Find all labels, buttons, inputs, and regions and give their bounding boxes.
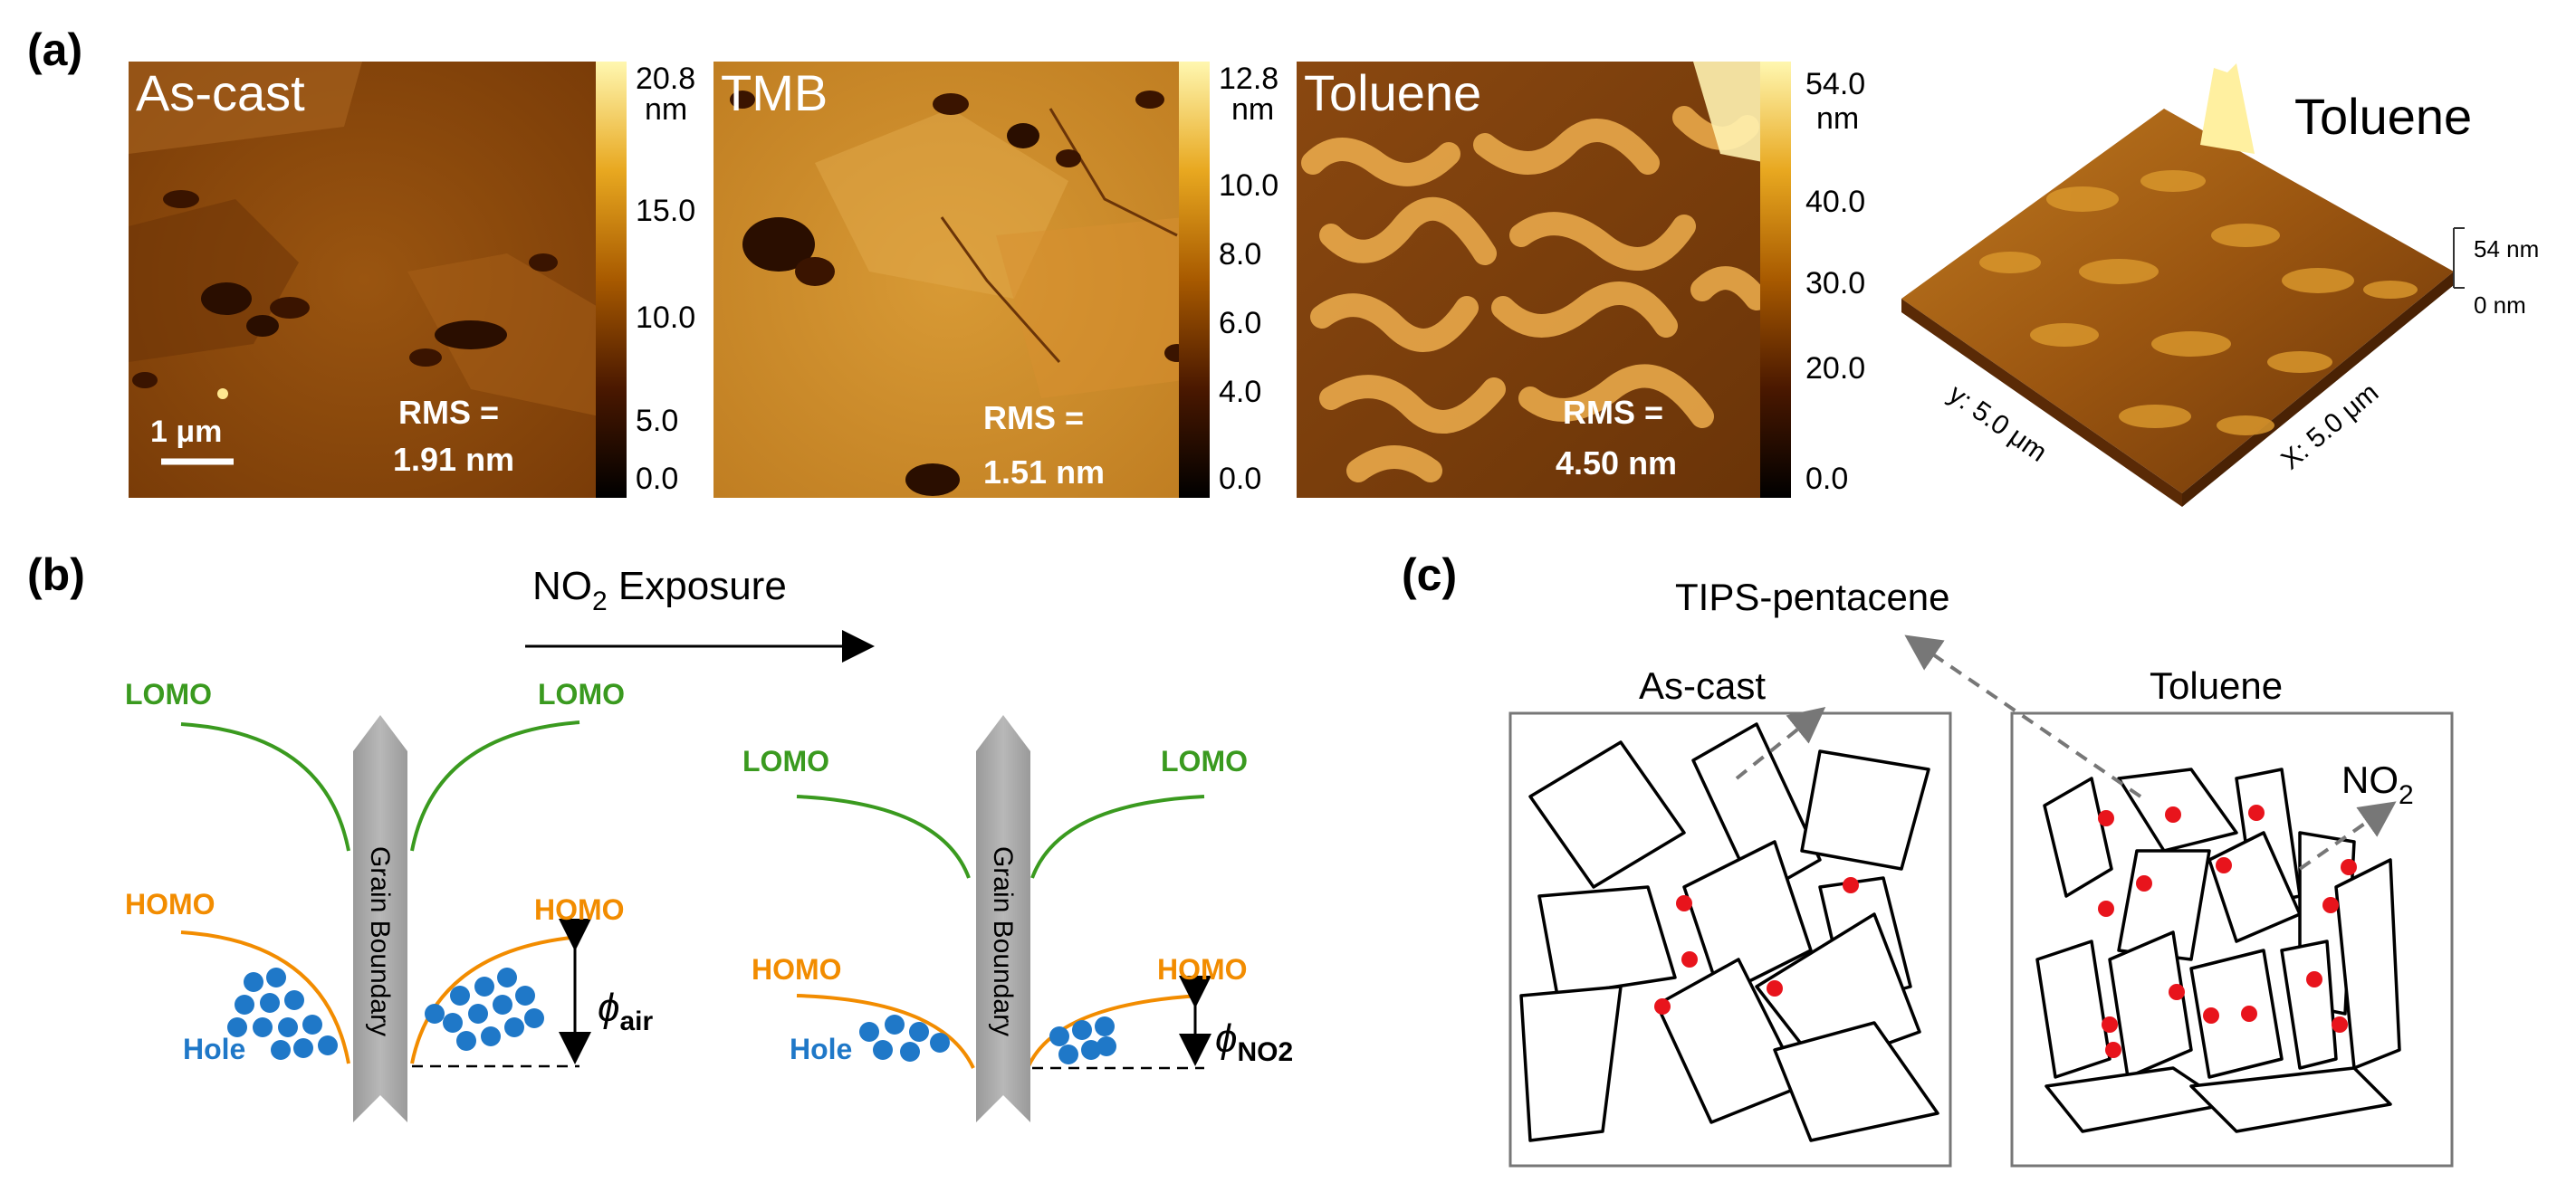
grain-boundary-label: Grain Boundary xyxy=(365,846,395,1036)
rms-as-cast-line1: RMS = xyxy=(398,394,499,431)
lomo-label: LOMO xyxy=(538,678,625,711)
as-cast-crystal-box xyxy=(1508,706,1952,1168)
afm-image-toluene xyxy=(1297,62,1768,498)
colorbar-as-cast-max: 20.8 xyxy=(636,62,695,96)
homo-label: HOMO xyxy=(752,953,842,986)
colorbar-toluene-unit: nm xyxy=(1816,101,1859,136)
colorbar-as-cast-tick: 10.0 xyxy=(636,301,695,335)
colorbar-toluene-tick: 30.0 xyxy=(1805,266,1865,301)
lomo-label: LOMO xyxy=(1161,745,1248,778)
colorbar-toluene xyxy=(1760,62,1791,498)
rms-as-cast-line2: 1.91 nm xyxy=(393,441,514,478)
hole-label: Hole xyxy=(183,1033,245,1065)
colorbar-as-cast-tick: 5.0 xyxy=(636,404,678,438)
band-diagram-air xyxy=(180,715,591,1122)
colorbar-tmb-tick: 8.0 xyxy=(1219,237,1261,272)
molecule-label: TIPS-pentacene xyxy=(1675,576,1950,618)
colorbar-tmb-tick: 6.0 xyxy=(1219,306,1261,340)
rms-toluene-line2: 4.50 nm xyxy=(1556,444,1677,482)
homo-label: HOMO xyxy=(534,893,625,926)
colorbar-toluene-tick: 20.0 xyxy=(1805,351,1865,386)
rms-toluene-line1: RMS = xyxy=(1563,394,1663,431)
homo-label: HOMO xyxy=(125,888,215,921)
colorbar-toluene-max: 54.0 xyxy=(1805,67,1865,101)
band-diagram-no2 xyxy=(796,715,1211,1122)
toluene-title: Toluene xyxy=(2150,664,2283,707)
grain-boundary-label: Grain Boundary xyxy=(988,846,1018,1036)
panel-b-label: (b) xyxy=(27,549,85,600)
image-title-toluene: Toluene xyxy=(1304,64,1481,121)
hole-label: Hole xyxy=(790,1033,852,1065)
exposure-label: NO2 Exposure xyxy=(532,564,787,616)
toluene-crystal-box xyxy=(1904,634,2454,1168)
panel-c-label: (c) xyxy=(1402,549,1457,600)
3d-z-top: 54 nm xyxy=(2474,235,2539,262)
scale-bar-label: 1 μm xyxy=(150,415,222,449)
lomo-label: LOMO xyxy=(125,678,212,711)
colorbar-tmb xyxy=(1179,62,1210,498)
colorbar-tmb-max: 12.8 xyxy=(1219,62,1278,96)
afm-image-as-cast xyxy=(129,62,599,498)
colorbar-toluene-tick: 0.0 xyxy=(1805,462,1848,496)
colorbar-tmb-unit: nm xyxy=(1231,92,1274,127)
colorbar-toluene-tick: 40.0 xyxy=(1805,185,1865,219)
image-title-as-cast: As-cast xyxy=(136,64,305,121)
afm-3d-surface xyxy=(1901,63,2465,507)
phi-no2-label: ϕNO2 xyxy=(1215,1016,1293,1067)
panel-a-label: (a) xyxy=(27,24,82,75)
3d-view-title: Toluene xyxy=(2294,88,2472,145)
image-title-tmb: TMB xyxy=(721,64,828,121)
phi-air-label: ϕair xyxy=(598,986,654,1036)
colorbar-as-cast-tick: 0.0 xyxy=(636,462,678,496)
3d-z-bottom: 0 nm xyxy=(2474,291,2526,319)
colorbar-tmb-tick: 4.0 xyxy=(1219,375,1261,409)
lomo-label: LOMO xyxy=(742,745,829,778)
colorbar-as-cast-unit: nm xyxy=(645,92,687,127)
colorbar-tmb-tick: 10.0 xyxy=(1219,168,1278,203)
rms-tmb-line2: 1.51 nm xyxy=(983,453,1105,491)
no2-label: NO2 xyxy=(2341,758,2414,810)
rms-tmb-line1: RMS = xyxy=(983,399,1084,436)
homo-label: HOMO xyxy=(1157,953,1248,986)
colorbar-as-cast-tick: 15.0 xyxy=(636,194,695,228)
as-cast-title: As-cast xyxy=(1639,664,1766,707)
colorbar-as-cast xyxy=(596,62,627,498)
colorbar-tmb-tick: 0.0 xyxy=(1219,462,1261,496)
afm-image-tmb xyxy=(713,62,1190,498)
